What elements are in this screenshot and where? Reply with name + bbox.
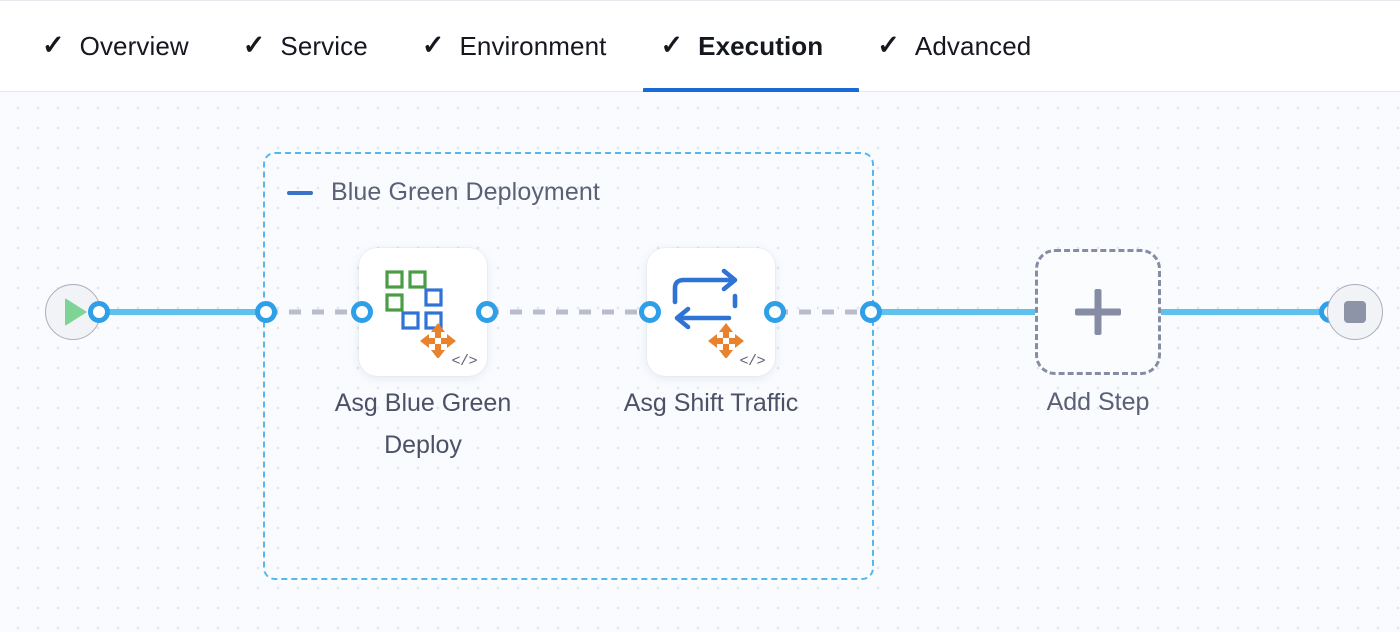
step-node-asg-blue-green-deploy[interactable]: </> Asg Blue Green Deploy [335, 248, 511, 459]
check-icon: ✓ [660, 29, 684, 60]
check-icon: ✓ [42, 29, 65, 60]
tab-active-underline [642, 88, 860, 93]
code-icon: </> [739, 353, 765, 370]
step-node-label: Asg Blue Green Deploy [334, 389, 512, 459]
wizard-tab-bar: ✓ Overview ✓ Service ✓ Environment ✓ Exe… [0, 0, 1400, 93]
pipeline-canvas[interactable]: Blue Green Deployment [0, 92, 1400, 632]
play-icon [65, 298, 87, 326]
step-group-blue-green-deployment[interactable]: Blue Green Deployment [263, 152, 874, 580]
group-header[interactable]: Blue Green Deployment [287, 178, 600, 207]
add-step-label: Add Step [1046, 388, 1150, 416]
step-asg-shift-traffic-output-port[interactable] [764, 301, 786, 323]
tab-overview-label: Overview [79, 31, 189, 61]
plus-icon [1075, 289, 1121, 335]
step-asg-blue-green-deploy-input-port[interactable] [351, 301, 373, 323]
check-icon: ✓ [421, 29, 445, 60]
start-node[interactable] [45, 284, 101, 340]
shift-traffic-arrows-aws-icon [672, 268, 744, 358]
tab-advanced[interactable]: ✓ Advanced [859, 1, 1067, 92]
stop-icon [1344, 301, 1366, 323]
tab-environment-label: Environment [459, 31, 607, 61]
blue-green-squares-aws-icon [385, 270, 456, 358]
code-icon: </> [451, 353, 477, 370]
step-asg-shift-traffic-input-port[interactable] [639, 301, 661, 323]
step-asg-blue-green-deploy-output-port[interactable] [476, 301, 498, 323]
group-exit-port[interactable] [860, 301, 882, 323]
end-node[interactable] [1327, 284, 1383, 340]
start-node-output-port[interactable] [88, 301, 110, 323]
tab-execution[interactable]: ✓ Execution [642, 1, 860, 93]
tab-service-label: Service [280, 31, 368, 61]
group-entry-port[interactable] [255, 301, 277, 323]
tab-execution-label: Execution [698, 31, 824, 61]
tab-environment[interactable]: ✓ Environment [404, 1, 643, 92]
minus-icon[interactable] [287, 190, 313, 195]
tab-advanced-label: Advanced [914, 31, 1032, 61]
check-icon: ✓ [242, 29, 266, 60]
add-step-button[interactable]: Add Step [1035, 249, 1161, 416]
step-node-label: Asg Shift Traffic [623, 389, 799, 417]
group-title: Blue Green Deployment [331, 178, 600, 206]
tab-overview[interactable]: ✓ Overview [24, 1, 225, 92]
step-node-asg-shift-traffic[interactable]: </> Asg Shift Traffic [624, 248, 798, 417]
tab-service[interactable]: ✓ Service [225, 1, 404, 92]
check-icon: ✓ [877, 29, 900, 60]
